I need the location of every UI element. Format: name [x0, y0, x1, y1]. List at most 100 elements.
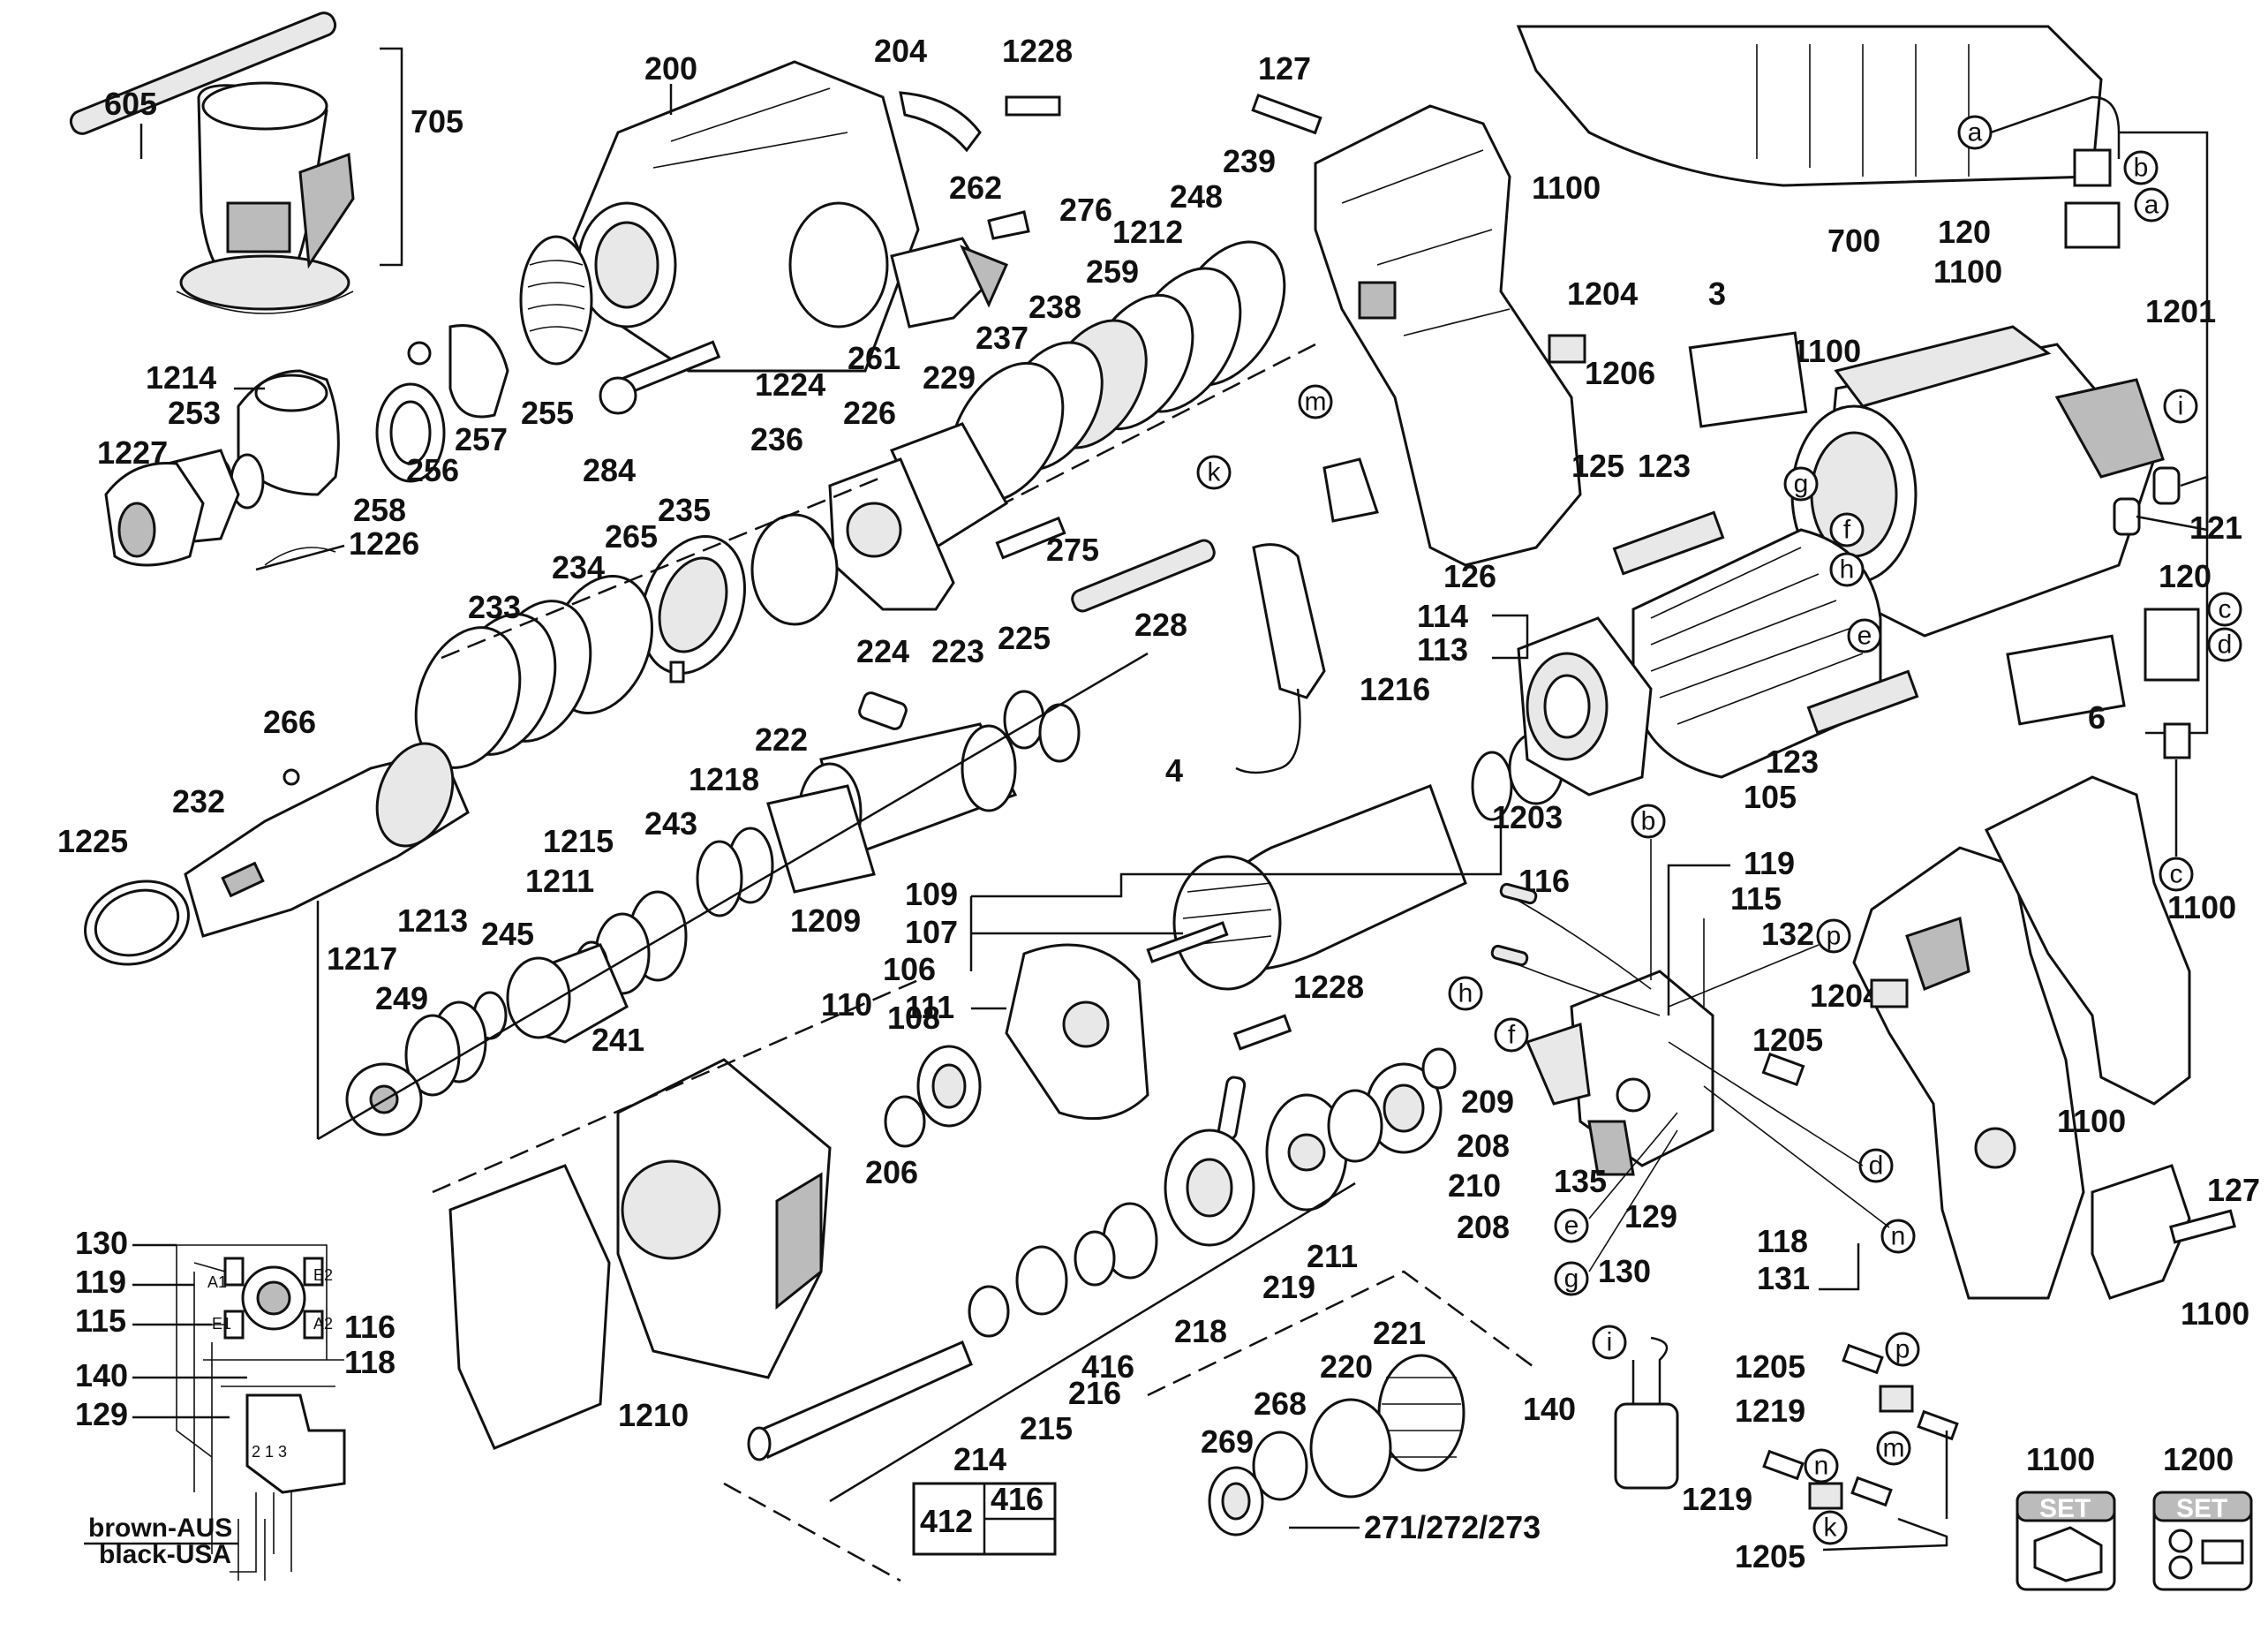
- callout-e2: [1554, 1208, 1589, 1243]
- svg-text:e: e: [1857, 622, 1872, 651]
- svg-text:c: c: [2170, 860, 2183, 889]
- label-1228a: 1228: [1002, 33, 1073, 69]
- callout-h2: [1448, 976, 1483, 1011]
- label-416b: 416: [991, 1481, 1044, 1517]
- label-220: 220: [1320, 1348, 1373, 1385]
- callout-g1: [1783, 466, 1819, 502]
- callout-i2: [1592, 1325, 1627, 1360]
- set-icon-1100: [2016, 1491, 2116, 1591]
- w-116: 116: [344, 1309, 396, 1345]
- callout-n1: [1880, 1219, 1916, 1254]
- screw-127b: [2169, 1209, 2236, 1244]
- label-241: 241: [591, 1022, 644, 1058]
- label-256: 256: [406, 452, 459, 488]
- set-box-412-416: [912, 1482, 1057, 1556]
- label-1205c: 1205: [1735, 1538, 1805, 1574]
- label-125: 125: [1571, 448, 1624, 484]
- label-237: 237: [976, 320, 1029, 356]
- label-239: 239: [1223, 143, 1276, 179]
- label-276: 276: [1059, 192, 1112, 228]
- label-1201: 1201: [2145, 293, 2216, 329]
- svg-text:n: n: [1891, 1222, 1906, 1251]
- svg-text:b: b: [1641, 807, 1656, 836]
- svg-text:i: i: [2178, 392, 2184, 421]
- callout-g2: [1554, 1261, 1589, 1296]
- label-1219b: 1219: [1682, 1481, 1752, 1517]
- label-1100c: 1100: [1792, 333, 1861, 369]
- label-265: 265: [605, 518, 658, 555]
- armature: [1146, 731, 1564, 991]
- note-black-usa: black-USA: [99, 1540, 231, 1569]
- label-214: 214: [953, 1441, 1006, 1477]
- label-111: 111: [905, 989, 954, 1025]
- label-132: 132: [1761, 916, 1814, 952]
- callout-p1: [1816, 918, 1851, 954]
- cover-1100: [2091, 1164, 2191, 1300]
- w-130: 130: [75, 1225, 128, 1261]
- label-228: 228: [1134, 607, 1187, 643]
- set-word-2: SET: [2176, 1494, 2227, 1523]
- label-208b: 208: [1457, 1209, 1510, 1245]
- callout-b2: [1631, 804, 1666, 839]
- callout-c1: [2207, 592, 2242, 627]
- svg-text:g: g: [1564, 1265, 1579, 1294]
- callout-f1: [1829, 512, 1865, 547]
- label-257: 257: [455, 421, 508, 457]
- label-120b: 120: [2159, 558, 2211, 594]
- label-243: 243: [644, 805, 697, 842]
- clutch-ring-stack: [948, 240, 1286, 504]
- label-1214: 1214: [146, 359, 216, 396]
- switch-lever-261: [890, 210, 1030, 328]
- svg-text:m: m: [1305, 388, 1327, 417]
- label-1203: 1203: [1492, 799, 1563, 835]
- label-416a: 416: [1081, 1348, 1134, 1385]
- svg-text:b: b: [2134, 154, 2149, 183]
- switch-assembly-135: [1525, 970, 1714, 1176]
- label-221: 221: [1373, 1315, 1426, 1351]
- label-115: 115: [1730, 880, 1782, 917]
- label-206: 206: [865, 1154, 918, 1190]
- label-225: 225: [998, 620, 1051, 656]
- label-123b: 123: [1766, 744, 1819, 780]
- label-234: 234: [552, 549, 605, 585]
- label-235: 235: [658, 492, 711, 528]
- svg-text:g: g: [1794, 470, 1809, 499]
- label-232: 232: [172, 783, 225, 819]
- label-114: 114: [1417, 598, 1468, 634]
- note-brown-aus: brown-AUS: [88, 1514, 232, 1543]
- w-129: 129: [75, 1396, 128, 1432]
- label-259: 259: [1086, 253, 1139, 290]
- label-1206: 1206: [1585, 355, 1655, 391]
- callout-h1: [1829, 552, 1865, 587]
- label-127b: 127: [2207, 1172, 2260, 1208]
- label-222: 222: [755, 721, 808, 758]
- pin-228: [1071, 539, 1216, 613]
- brush-holder-120b: [2144, 608, 2200, 682]
- label-1211: 1211: [525, 863, 594, 899]
- label-1226: 1226: [349, 525, 419, 562]
- side-handle-assembly: [69, 11, 403, 314]
- svg-text:f: f: [1843, 516, 1851, 545]
- label-130: 130: [1598, 1253, 1651, 1289]
- label-269: 269: [1201, 1423, 1254, 1460]
- cord-connector-120: [1990, 95, 2121, 249]
- label-1217: 1217: [327, 940, 397, 977]
- screw-284: [599, 340, 721, 415]
- label-219: 219: [1262, 1269, 1315, 1305]
- handle-half-1100-lower: [1852, 775, 2191, 1300]
- w-213: 2 1 3: [252, 1443, 287, 1461]
- label-135: 135: [1554, 1163, 1607, 1199]
- label-258: 258: [353, 492, 406, 528]
- label-set-1100: 1100: [2026, 1441, 2095, 1477]
- brush-plate-113: [1517, 616, 1653, 797]
- w-140: 140: [75, 1357, 128, 1393]
- field-coil-105: [1612, 510, 1919, 779]
- label-245: 245: [481, 916, 534, 952]
- w-a2: A2: [313, 1315, 333, 1333]
- label-1204a: 1204: [1567, 276, 1638, 312]
- w-e2: E2: [313, 1266, 333, 1284]
- svg-text:d: d: [2218, 630, 2233, 660]
- planet-gears: [1208, 1354, 1466, 1537]
- callout-d1: [2207, 627, 2242, 662]
- wiring-diagram: [176, 1244, 346, 1581]
